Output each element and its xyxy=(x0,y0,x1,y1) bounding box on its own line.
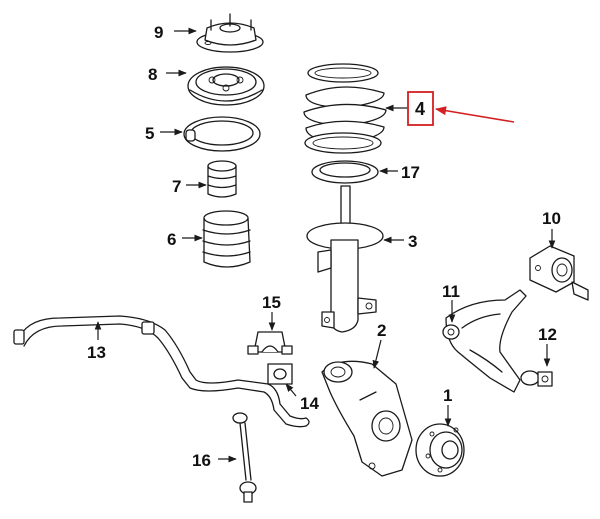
bushing-bracket-part xyxy=(529,245,589,301)
control-arm-part xyxy=(442,289,527,393)
callout-15: 15 xyxy=(262,293,281,312)
strut-mount-part xyxy=(196,13,264,53)
ball-joint-part xyxy=(520,370,553,387)
callout-7: 7 xyxy=(172,177,181,196)
dust-boot-part xyxy=(202,210,251,268)
strut-assembly-part xyxy=(306,185,384,333)
lower-insulator-part xyxy=(311,160,379,184)
callout-6: 6 xyxy=(167,230,176,249)
callout-labels: 9 8 5 7 6 4 17 3 10 11 12 2 1 13 14 15 1… xyxy=(87,23,561,470)
highlight-callout xyxy=(407,91,515,126)
callout-16: 16 xyxy=(192,451,211,470)
steering-knuckle-part xyxy=(321,360,413,477)
callout-3: 3 xyxy=(408,232,417,251)
bar-bushing-part xyxy=(267,363,293,385)
upper-spring-seat-part xyxy=(187,66,265,106)
spring-insulator-part xyxy=(183,116,261,152)
callout-13: 13 xyxy=(87,343,106,362)
highlight-box xyxy=(407,91,434,126)
callout-17: 17 xyxy=(401,163,420,182)
bump-stop-part xyxy=(207,160,237,198)
callout-12: 12 xyxy=(538,325,557,344)
hub-bearing-part xyxy=(415,423,465,477)
stabilizer-link-part xyxy=(232,412,257,503)
highlight-arrow xyxy=(434,106,515,123)
callout-5: 5 xyxy=(145,124,154,143)
callout-10: 10 xyxy=(542,209,561,228)
coil-spring-part xyxy=(303,63,387,154)
callout-9: 9 xyxy=(154,23,163,42)
bar-clamp-part xyxy=(247,331,293,355)
callout-4: 4 xyxy=(415,99,425,119)
callout-2: 2 xyxy=(377,321,386,340)
callout-11: 11 xyxy=(442,282,460,301)
callout-14: 14 xyxy=(300,394,319,413)
callout-8: 8 xyxy=(148,65,157,84)
leader-lines xyxy=(94,27,556,463)
callout-1: 1 xyxy=(443,386,452,405)
